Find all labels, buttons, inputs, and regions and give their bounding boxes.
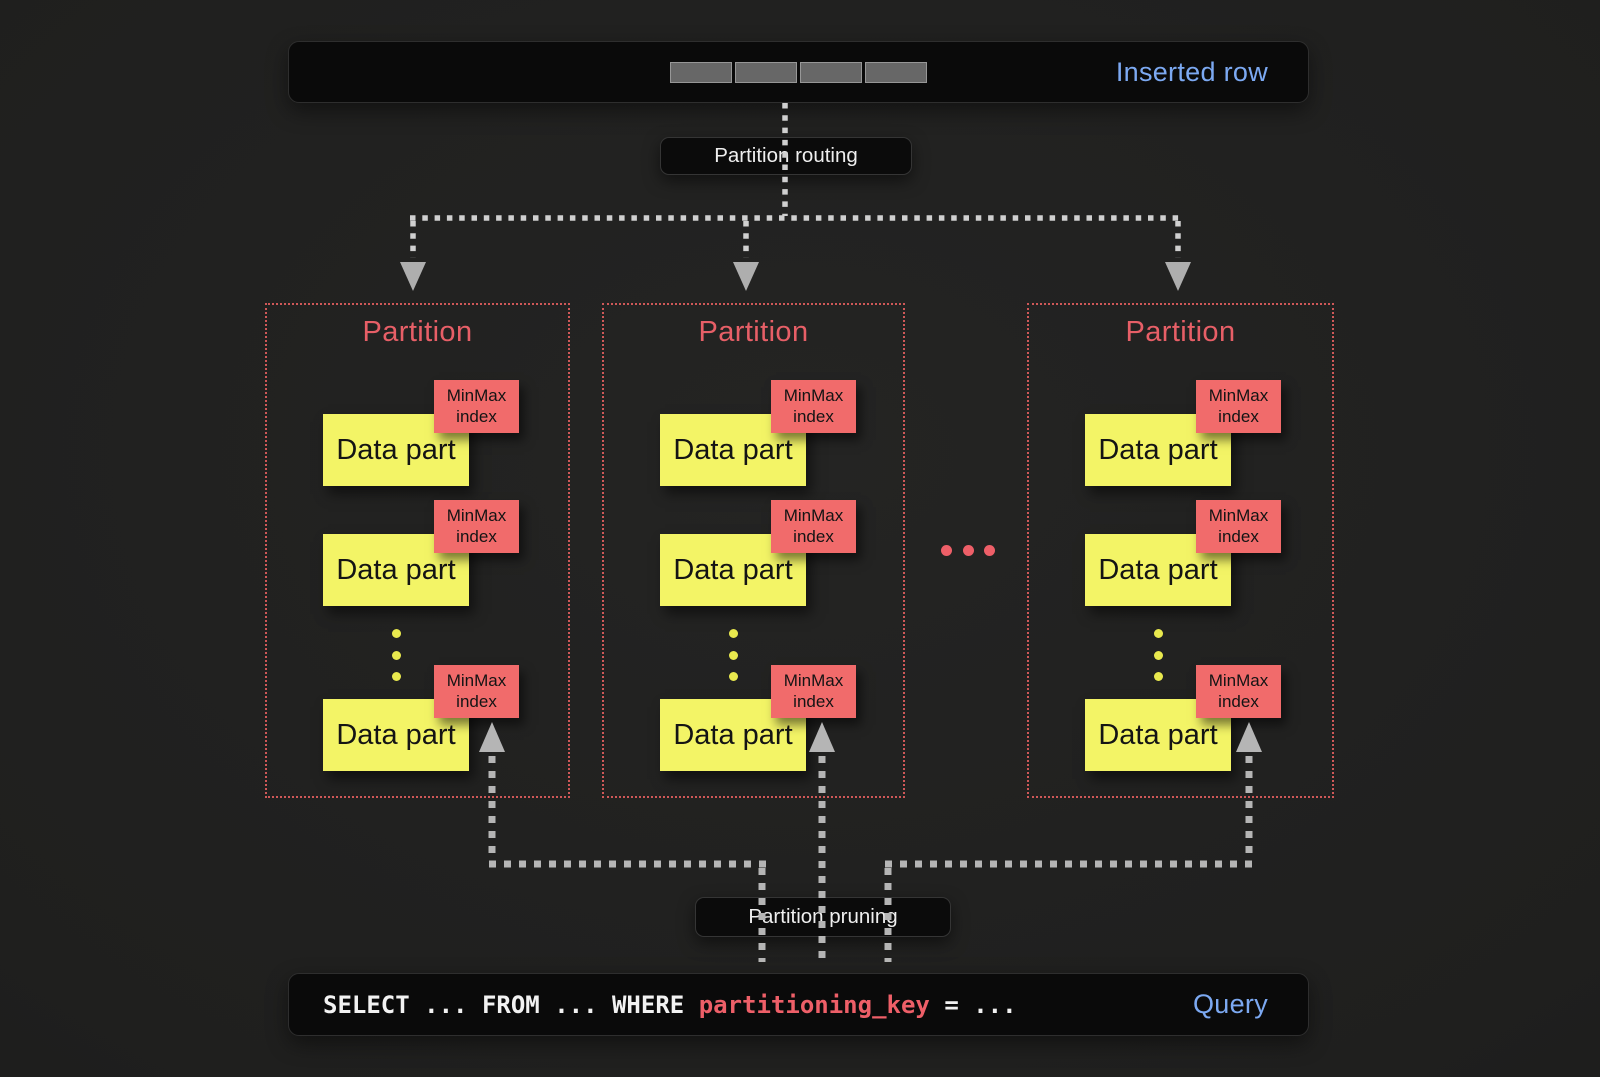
row-segment bbox=[735, 62, 797, 83]
more-parts-ellipsis bbox=[729, 629, 738, 681]
minmax-index-tag: MinMax index bbox=[771, 380, 856, 433]
more-parts-ellipsis bbox=[392, 629, 401, 681]
row-segment bbox=[670, 62, 732, 83]
minmax-index-tag: MinMax index bbox=[771, 665, 856, 718]
data-part-box: Data part bbox=[1085, 534, 1231, 606]
sql-prefix: SELECT ... FROM ... WHERE bbox=[323, 990, 699, 1019]
query-label: Query bbox=[1192, 989, 1268, 1019]
more-parts-ellipsis bbox=[1154, 629, 1163, 681]
partition-box-3: Partition MinMax index Data part MinMax … bbox=[1027, 303, 1334, 798]
sql-partitioning-key: partitioning_key bbox=[698, 990, 930, 1019]
minmax-index-tag: MinMax index bbox=[1196, 500, 1281, 553]
partition-box-2: Partition MinMax index Data part MinMax … bbox=[602, 303, 905, 798]
more-partitions-ellipsis bbox=[941, 545, 995, 556]
partition-title: Partition bbox=[1125, 316, 1236, 348]
data-part-box: Data part bbox=[323, 699, 469, 771]
query-bar: SELECT ... FROM ... WHERE partitioning_k… bbox=[288, 973, 1309, 1036]
sql-suffix: = ... bbox=[929, 990, 1017, 1019]
minmax-index-tag: MinMax index bbox=[434, 665, 519, 718]
minmax-index-tag: MinMax index bbox=[1196, 665, 1281, 718]
inserted-row-bar: Inserted row bbox=[288, 41, 1309, 103]
row-segment bbox=[800, 62, 862, 83]
minmax-index-tag: MinMax index bbox=[1196, 380, 1281, 433]
partition-routing-label: Partition routing bbox=[660, 137, 912, 175]
sql-query-text: SELECT ... FROM ... WHERE partitioning_k… bbox=[323, 974, 1017, 1035]
minmax-index-tag: MinMax index bbox=[434, 380, 519, 433]
partition-title: Partition bbox=[698, 316, 809, 348]
routing-arrowhead-1 bbox=[400, 262, 426, 291]
minmax-index-tag: MinMax index bbox=[771, 500, 856, 553]
routing-arrowhead-3 bbox=[1165, 262, 1191, 291]
inserted-row-segments bbox=[670, 62, 927, 83]
minmax-index-tag: MinMax index bbox=[434, 500, 519, 553]
partition-pruning-label: Partition pruning bbox=[695, 897, 951, 937]
row-segment bbox=[865, 62, 927, 83]
partition-title: Partition bbox=[362, 316, 473, 348]
partition-box-1: Partition MinMax index Data part MinMax … bbox=[265, 303, 570, 798]
data-part-box: Data part bbox=[323, 534, 469, 606]
inserted-row-label: Inserted row bbox=[1115, 56, 1268, 87]
data-part-box: Data part bbox=[1085, 699, 1231, 771]
routing-arrowhead-2 bbox=[733, 262, 759, 291]
